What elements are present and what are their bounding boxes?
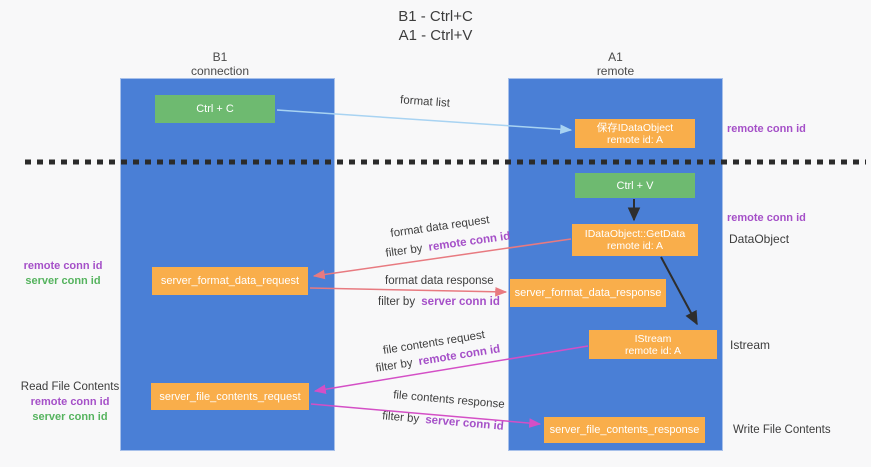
diagram-title: B1 - Ctrl+C A1 - Ctrl+V (0, 7, 871, 45)
label-remote-conn-id-left: remote conn id (23, 260, 103, 272)
label-file-contents-response: file contents response (392, 389, 506, 411)
label-format-list: format list (399, 94, 451, 110)
label-format-data-response: format data response (385, 275, 494, 287)
node-ctrl-c: Ctrl + C (155, 95, 275, 123)
node-idataobject-getdata: IDataObject::GetData remote id: A (572, 224, 698, 256)
column-a1-subtitle: remote (596, 64, 635, 78)
filter-by-text: filter by (374, 357, 414, 375)
node-save-idataobject-line2: remote id: A (606, 133, 664, 146)
label-dataobject: DataObject (729, 232, 790, 246)
column-header-a1: A1 remote (508, 50, 723, 78)
server-conn-id-text: server conn id (421, 296, 500, 308)
label-server-conn-id-left-2: server conn id (32, 411, 108, 423)
filter-by-text: filter by (384, 242, 424, 260)
arrow-format-data-response (309, 286, 508, 297)
node-istream-line1: IStream (634, 332, 672, 345)
node-getdata-line1: IDataObject::GetData (584, 228, 686, 240)
label-read-file-contents: Read File Contents (20, 381, 120, 393)
label-filter-by-server-conn-id-2: filter by server conn id (381, 410, 504, 433)
column-b1-title: B1 (212, 50, 228, 64)
node-save-idataobject: 保存IDataObject remote id: A (575, 119, 695, 148)
label-group-read-file-contents: Read File Contents remote conn id server… (8, 379, 132, 425)
label-filter-by-server-conn-id-1: filter by server conn id (378, 296, 500, 308)
title-line-2: A1 - Ctrl+V (398, 27, 473, 44)
column-a1-title: A1 (608, 50, 623, 64)
label-remote-conn-id-right-2: remote conn id (727, 212, 806, 224)
node-server-file-contents-response: server_file_contents_response (544, 417, 705, 443)
server-conn-id-text: server conn id (424, 414, 505, 433)
node-server-format-data-request: server_format_data_request (152, 267, 308, 295)
node-istream-line2: remote id: A (624, 344, 682, 357)
node-getdata-line2: remote id: A (606, 240, 664, 252)
node-save-idataobject-line1: 保存IDataObject (596, 121, 674, 134)
label-server-conn-id-left: server conn id (25, 275, 101, 287)
label-remote-conn-id-left-2: remote conn id (30, 396, 110, 408)
node-istream: IStream remote id: A (589, 330, 717, 359)
label-group-conn-ids-left: remote conn id server conn id (2, 259, 124, 289)
title-line-1: B1 - Ctrl+C (398, 8, 473, 25)
label-istream-side: Istream (730, 338, 771, 352)
filter-by-text: filter by (381, 410, 420, 426)
node-server-file-contents-request: server_file_contents_request (151, 383, 309, 410)
node-server-format-data-response: server_format_data_response (510, 279, 666, 307)
label-write-file-contents: Write File Contents (733, 424, 831, 436)
column-b1-subtitle: connection (190, 64, 250, 78)
label-remote-conn-id-right-1: remote conn id (727, 123, 806, 135)
remote-conn-id-text: remote conn id (427, 230, 512, 254)
filter-by-text: filter by (378, 296, 416, 308)
column-header-b1: B1 connection (120, 50, 320, 78)
node-ctrl-v: Ctrl + V (575, 173, 695, 198)
